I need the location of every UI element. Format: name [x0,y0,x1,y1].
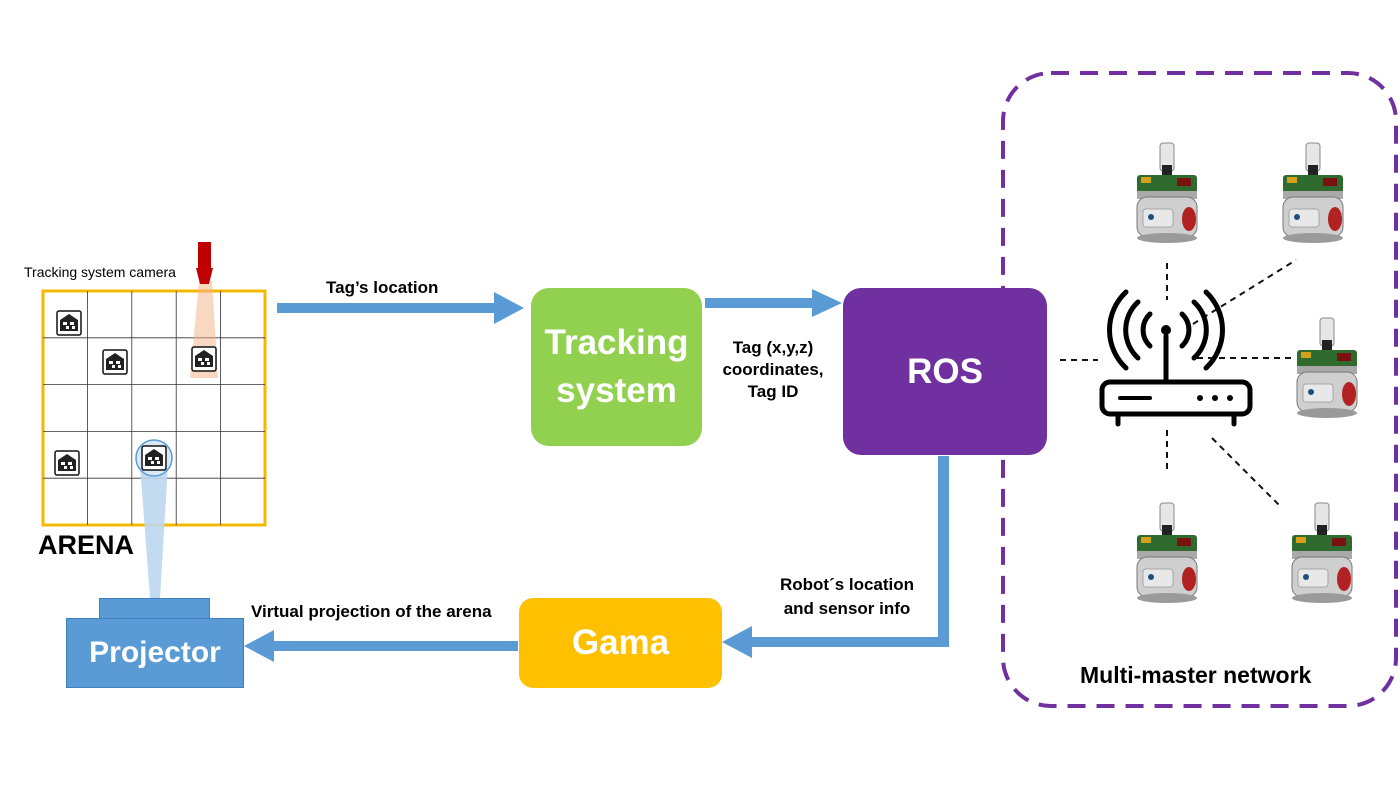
wifi-router-icon [1099,289,1253,427]
tag-location-label: Tag’s location [326,278,439,297]
ros-node: ROS [843,288,1047,455]
flow-arrows [244,289,949,662]
gama-node: Gama [519,598,722,688]
gama-label: Gama [571,623,670,662]
camera-label: Tracking system camera [24,264,176,280]
fiducial-tag-icon [102,349,128,375]
projector-node: Projector [66,618,244,688]
projector-label: Projector [89,636,221,669]
projector-lens-housing [99,598,210,620]
mobile-robot-icon [1296,317,1358,419]
network-label: Multi-master network [1080,662,1312,688]
mobile-robot-icon [1136,502,1198,604]
ros-label: ROS [907,351,983,391]
fiducial-tag-icon [54,450,80,476]
mobile-robot-icon [1282,142,1344,244]
fiducial-tag-icon [56,310,82,336]
mobile-robot-icon [1291,502,1353,604]
mobile-robot-icon [1136,142,1198,244]
robot-info-label: Robot´s location and sensor info [779,575,915,618]
projector-beam [140,465,168,598]
tag-coords-label: Tag (x,y,z) coordinates, Tag ID [722,338,824,401]
tracking-system-node: Tracking system [531,288,702,446]
virtual-projection-label: Virtual projection of the arena [251,602,492,621]
fiducial-tag-icon [191,346,217,372]
fiducial-tag-icon [141,445,167,471]
arena-title: ARENA [38,530,135,560]
tracking-system-label: Tracking system [544,323,689,410]
tracking-camera-icon [196,242,213,284]
